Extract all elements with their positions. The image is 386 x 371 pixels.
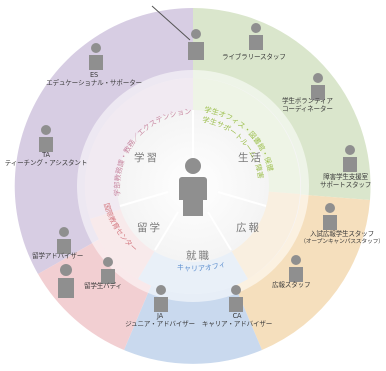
staff-admissions: 入試広報学生スタッフ（オープンキャンパススタッフ）	[300, 230, 384, 245]
person-icon	[249, 23, 263, 50]
staff-buddy: 留学生バディ	[84, 282, 122, 290]
staff-pr: 広報スタッフ	[272, 281, 311, 289]
core-divider	[154, 211, 179, 251]
person-icon	[101, 257, 115, 284]
core-divider	[207, 211, 232, 251]
pointer-line	[151, 5, 191, 41]
core-divider	[217, 191, 267, 207]
segment-public-relations: 広報	[236, 222, 261, 234]
person-icon	[343, 145, 357, 172]
segment-learning: 学習	[134, 152, 159, 164]
person-icon	[311, 73, 325, 100]
person-icon	[58, 264, 74, 298]
student-person-icon	[179, 158, 207, 216]
staff-person-icons	[39, 23, 357, 312]
person-icon	[289, 255, 303, 282]
staff-volunteer: 学生ボランティアコーディネーター	[282, 97, 333, 113]
person-icon	[39, 125, 53, 152]
person-icon	[323, 203, 337, 230]
person-icon	[229, 285, 243, 312]
staff-study-advisor: 留学アドバイザー	[32, 252, 84, 260]
person-icon	[89, 43, 103, 70]
segment-life: 生活	[238, 152, 263, 164]
segment-job-hunting: 就職	[186, 250, 211, 262]
segment-study-abroad: 留学	[137, 222, 162, 234]
staff-disability: 障害学生支援室サポートスタッフ	[320, 173, 372, 189]
person-icon	[188, 29, 204, 60]
person-icon	[154, 285, 168, 312]
person-icon	[57, 227, 71, 254]
staff-library: ライブラリースタッフ	[222, 53, 286, 61]
core-divider	[119, 191, 169, 207]
